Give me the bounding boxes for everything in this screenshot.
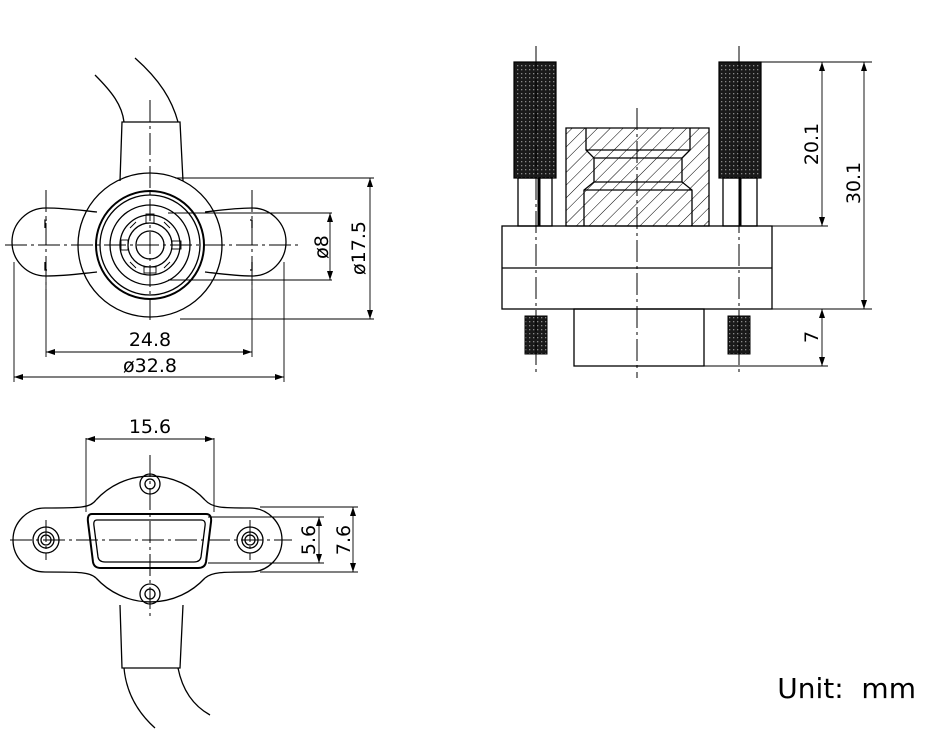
- label-diameter-32-8: ø32.8: [123, 355, 177, 377]
- bottom-view: 15.6 5.6 7.6: [10, 416, 358, 729]
- dim-diameter-8: ø8: [311, 213, 333, 280]
- bottom-view-centerlines: [10, 455, 292, 620]
- dim-diameter-17-5: ø17.5: [348, 178, 373, 319]
- unit-label: Unit: mm: [777, 672, 916, 705]
- bottom-view-cable: [123, 667, 211, 729]
- label-height-7: 7: [801, 331, 823, 343]
- label-diameter-8: ø8: [311, 235, 333, 259]
- side-view-right-knurled-post: [718, 61, 762, 179]
- bottom-view-d-sub-shell: [86, 513, 213, 569]
- front-view-flange-outline: [11, 207, 287, 277]
- bottom-view-d-sub-inner: [93, 519, 206, 563]
- front-view-cable: [94, 57, 179, 123]
- dim-height-7: 7: [801, 309, 825, 366]
- dim-width-15-6: 15.6: [86, 416, 214, 442]
- dim-diameter-32-8: ø32.8: [14, 355, 284, 380]
- bottom-view-cable-boot: [119, 604, 184, 669]
- label-height-7-6: 7.6: [333, 525, 355, 555]
- front-view-mount-slots: [44, 219, 253, 271]
- side-view: 20.1 30.1 7: [501, 46, 872, 378]
- dim-height-20-1: 20.1: [801, 62, 825, 226]
- label-width-24-8: 24.8: [129, 329, 171, 351]
- side-view-knob-cavity: [583, 128, 693, 226]
- label-height-30-1: 30.1: [843, 162, 865, 204]
- dim-height-30-1: 30.1: [843, 62, 867, 309]
- label-width-15-6: 15.6: [129, 416, 171, 438]
- side-view-left-post-stem: [517, 177, 553, 227]
- dim-height-7-6: 7.6: [333, 507, 356, 572]
- front-view: ø8 ø17.5 24.8 ø32.8: [5, 57, 374, 382]
- label-height-20-1: 20.1: [801, 123, 823, 165]
- side-view-left-knurled-post: [513, 61, 557, 179]
- side-view-centerlines: [535, 46, 740, 378]
- side-view-connector-body: [573, 308, 705, 367]
- dim-height-5-6: 5.6: [298, 517, 322, 563]
- front-view-centerlines: [5, 100, 298, 320]
- front-view-cable-boot: [119, 121, 184, 182]
- label-height-5-6: 5.6: [298, 525, 320, 555]
- label-diameter-17-5: ø17.5: [348, 221, 370, 275]
- dim-width-24-8: 24.8: [46, 329, 252, 355]
- bottom-view-screw-holes: [32, 473, 264, 605]
